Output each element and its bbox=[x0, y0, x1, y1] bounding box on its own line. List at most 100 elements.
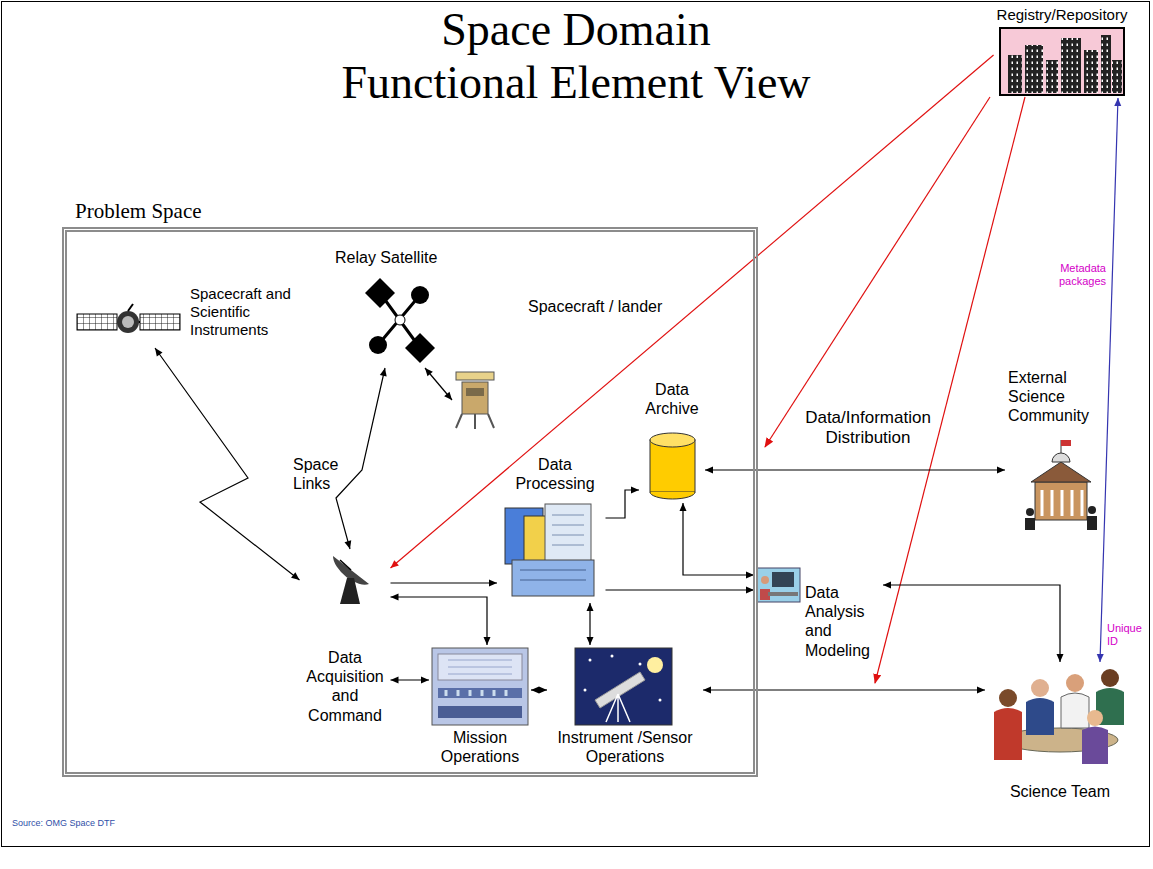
archive-cylinder-icon-part bbox=[650, 433, 695, 447]
science-team-icon-part bbox=[999, 689, 1017, 707]
science-team-icon-part bbox=[994, 708, 1022, 760]
registry-city-icon-part bbox=[1101, 35, 1111, 93]
science-team-icon-part bbox=[1101, 669, 1119, 687]
arrow-head bbox=[883, 582, 891, 589]
source-note: Source: OMG Space DTF bbox=[12, 818, 115, 829]
connector-line bbox=[1100, 98, 1118, 662]
instrument-operations-icon-part bbox=[589, 659, 592, 662]
archive-cylinder-icon-part bbox=[650, 492, 695, 499]
mission-ops-node: Mission Operations bbox=[429, 645, 531, 769]
science-community-icon-part bbox=[1061, 440, 1071, 446]
analysis-workstation-icon-part bbox=[768, 592, 798, 596]
relay-satellite-icon bbox=[365, 278, 435, 363]
node-label: Data Analysis and Modeling bbox=[805, 583, 880, 660]
arrow-head bbox=[539, 687, 547, 694]
connector-line bbox=[391, 582, 498, 583]
science-community-icon-part bbox=[1035, 482, 1087, 520]
lander-icon bbox=[456, 372, 494, 429]
arrow-head bbox=[746, 572, 754, 579]
registry-city-icon-part bbox=[1112, 60, 1122, 93]
arrow-head bbox=[997, 467, 1005, 474]
registry-city-icon-part bbox=[1008, 55, 1022, 93]
science-community-icon-part bbox=[1052, 453, 1070, 462]
node-label: Spacecraft / lander bbox=[528, 297, 662, 316]
relay-satellite: Relay Satellite bbox=[332, 245, 448, 368]
instrument-operations-icon-part bbox=[575, 648, 672, 725]
relay-satellite-icon-part bbox=[411, 286, 429, 304]
registry-leader-lines-part bbox=[765, 97, 990, 447]
instrument-operations-icon-part bbox=[659, 699, 662, 702]
instrument-operations-icon-part bbox=[606, 694, 630, 722]
registry-node: Registry/Repository bbox=[994, 3, 1131, 98]
arrow-head bbox=[484, 637, 491, 645]
science-community-icon-part bbox=[1042, 490, 1082, 516]
connector-line bbox=[705, 469, 1005, 470]
arrow-head bbox=[587, 603, 594, 611]
analysis-workstation-icon-part bbox=[757, 568, 800, 602]
connector bbox=[606, 487, 640, 519]
connector-line bbox=[155, 348, 300, 580]
arrow-head bbox=[746, 587, 754, 594]
registry-city-icon-part bbox=[1000, 28, 1124, 95]
data-processing-icon bbox=[505, 504, 594, 596]
node-label: Instrument /Sensor Operations bbox=[550, 728, 700, 766]
connector-label: Metadata packages bbox=[1051, 262, 1106, 288]
arrow-head bbox=[380, 368, 387, 377]
mission-operations-icon bbox=[432, 648, 528, 725]
arrow-head bbox=[1057, 654, 1064, 662]
connector bbox=[703, 687, 985, 694]
connector bbox=[705, 467, 1005, 474]
node-label: Spacecraft and Scientific Instruments bbox=[190, 285, 300, 339]
connector-line bbox=[606, 589, 755, 590]
acquisition-node: Data Acquisition and Command bbox=[300, 549, 391, 728]
data-processing-icon-part bbox=[520, 570, 586, 580]
spacecraft-icon-part bbox=[117, 311, 139, 333]
node-label: Mission Operations bbox=[435, 728, 525, 766]
connector bbox=[531, 687, 547, 694]
lander-icon-part bbox=[456, 372, 494, 380]
arrow-head bbox=[1114, 98, 1121, 106]
science-team-icon bbox=[994, 669, 1124, 764]
archive-node: Data Archive bbox=[639, 377, 705, 503]
arrow-head bbox=[425, 368, 433, 376]
science-community-icon-part bbox=[1031, 462, 1091, 482]
connector-line bbox=[683, 503, 754, 575]
arrow-head bbox=[680, 503, 687, 511]
connector-line bbox=[606, 490, 640, 518]
arrow-head bbox=[705, 467, 713, 474]
arrow-head bbox=[291, 572, 299, 580]
science-team-icon-part bbox=[1066, 674, 1084, 692]
mission-operations-icon-part bbox=[438, 688, 522, 698]
community-node: External Science Community bbox=[1005, 365, 1101, 533]
arrow-head bbox=[444, 392, 452, 400]
registry-city-icon-part bbox=[1046, 60, 1058, 93]
connector bbox=[391, 55, 994, 568]
arrow-head bbox=[1097, 654, 1104, 662]
relay-satellite-icon-part bbox=[365, 278, 395, 308]
instrument-operations-icon bbox=[575, 648, 672, 725]
science-team-icon-part bbox=[1031, 679, 1049, 697]
spacecraft-icon-part bbox=[77, 314, 117, 330]
arrow-head bbox=[631, 487, 639, 494]
archive-cylinder-icon-part bbox=[650, 440, 695, 492]
connector bbox=[425, 368, 452, 400]
connector-line bbox=[391, 55, 994, 568]
registry-city-icon bbox=[1000, 28, 1124, 95]
title-text: Space Domain Functional Element View bbox=[340, 4, 812, 110]
science-community-icon-part bbox=[1087, 516, 1097, 530]
science-team-icon-part bbox=[1061, 693, 1089, 728]
connector-line bbox=[336, 368, 385, 549]
connector bbox=[391, 677, 430, 684]
node-label: External Science Community bbox=[1008, 368, 1098, 426]
analysis-workstation-icon-part bbox=[772, 572, 794, 587]
science-community-icon-part bbox=[1088, 506, 1096, 514]
instrument-operations-icon-part bbox=[647, 657, 663, 673]
registry-leader-lines bbox=[765, 97, 1025, 683]
spacecraft-icon-part bbox=[128, 304, 133, 311]
data-processing-icon-part bbox=[552, 515, 584, 545]
arrow-head bbox=[155, 348, 163, 357]
relay-satellite-icon-part bbox=[395, 315, 405, 325]
link-label: Space Links bbox=[293, 455, 353, 493]
science-community-icon-part bbox=[1026, 508, 1034, 516]
page-frame bbox=[2, 2, 1150, 847]
